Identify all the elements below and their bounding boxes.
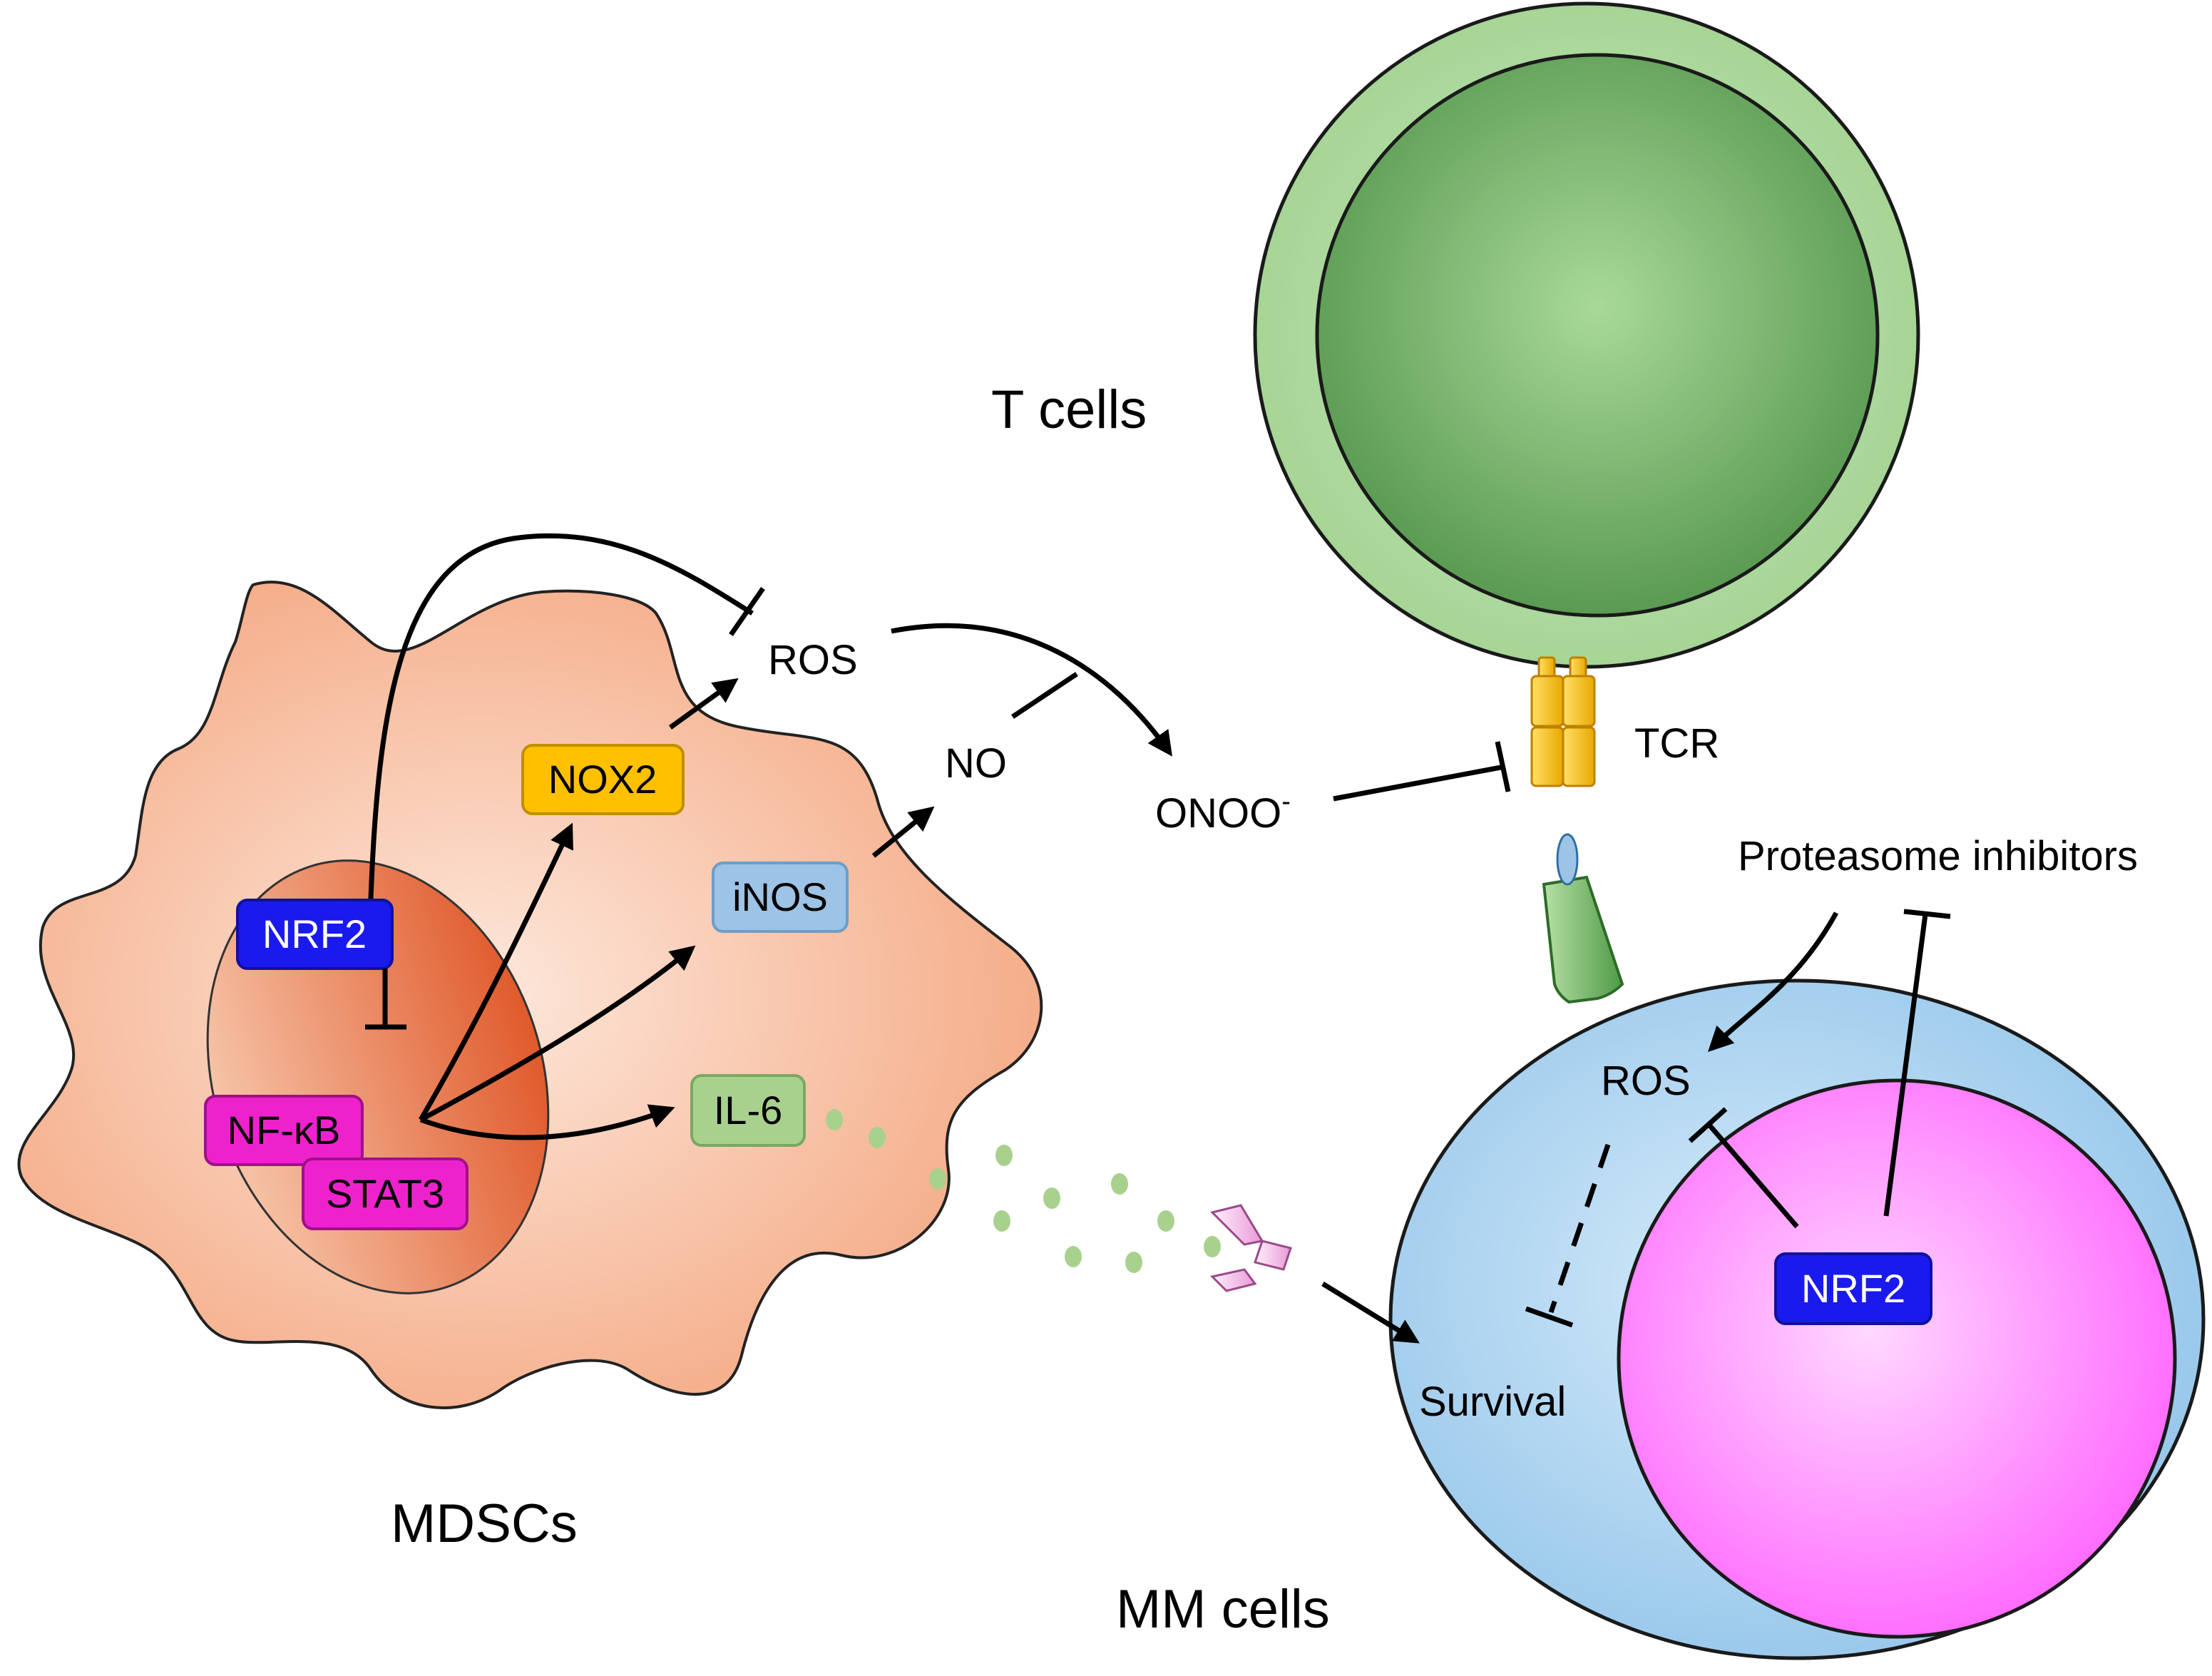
tcr-receptor [1530,656,1596,787]
survival-label: Survival [1419,1379,1566,1425]
mm-arrows [1321,909,1951,1344]
onoo-inhibits-tcr-bar [1495,741,1511,792]
t-cells-label: T cells [991,379,1147,440]
nrf2-box-mm: NRF2 [1774,1252,1932,1325]
mdsc-arrows [365,533,1511,1140]
il6-secretion-dots [826,1109,1221,1273]
il6-receptor-to-survival [1321,1282,1420,1344]
svg-text:iNOS: iNOS [732,874,828,919]
nox2-box: NOX2 [521,744,685,815]
svg-text:NF-κB: NF-κB [227,1108,341,1153]
ros-to-onoo [891,623,1172,757]
nrf2-inhibits-proteasome-line [1883,914,1928,1217]
il6-dot [993,1210,1010,1232]
il6-dot [826,1109,843,1130]
ros-label-mm: ROS [1601,1058,1691,1104]
il6-dot [1125,1252,1142,1273]
ros-inhibits-survival-dashed [1548,1143,1611,1314]
mm-surface-receptor [1542,833,1624,1004]
il6-dot [1157,1210,1174,1232]
t-cell-nucleus [1315,53,1880,618]
svg-text:NOX2: NOX2 [548,757,657,802]
nrf2-inhibits-ros-line [1706,1121,1799,1229]
inos-box: iNOS [712,862,849,933]
il6-dot [995,1145,1013,1166]
il6-dot [1111,1173,1128,1195]
nfkb-to-inos [419,945,696,1123]
svg-text:IL-6: IL-6 [714,1088,783,1133]
svg-text:NRF2: NRF2 [262,911,367,956]
svg-text:NRF2: NRF2 [1801,1266,1905,1311]
mdscs-label: MDSCs [391,1493,578,1554]
svg-text:STAT3: STAT3 [326,1171,444,1216]
il6-dot [929,1168,946,1190]
no-joins-onoo [1011,672,1078,719]
il6-dot [1204,1236,1221,1257]
il6-box: IL-6 [690,1074,806,1147]
onoo-label: ONOO- [1155,787,1291,837]
nfkb-box: NF-κB [204,1095,364,1166]
nrf2-inhibits-ros-curve [368,533,754,899]
nrf2-inhibits-ros-bar [729,587,765,636]
stat3-box: STAT3 [302,1158,468,1230]
inos-to-no [871,806,935,858]
nfkb-to-il6 [419,1104,675,1140]
mm-cells-label: MM cells [1116,1579,1330,1640]
il6-dot [869,1127,886,1148]
no-label: NO [945,740,1007,787]
nox2-to-ros [668,678,739,730]
nrf2-inhibits-proteasome-bar [1903,909,1951,919]
proteasome-to-ros [1708,911,1839,1052]
nrf2-inhibits-ros-bar [1688,1107,1728,1143]
ros-label-mdsc: ROS [768,637,858,683]
onoo-inhibits-tcr-line [1333,764,1505,802]
il6-receptor [1210,1204,1292,1292]
il6-dot [1065,1246,1082,1267]
nrf2-box-mdsc: NRF2 [236,899,394,970]
ros-inhibits-survival-bar [1525,1306,1574,1328]
proteasome-inhibitors-label: Proteasome inhibitors [1738,833,2138,879]
mdsc-cell-body [17,581,1043,1409]
t-cell [1253,1,1920,669]
il6-dot [1043,1187,1060,1209]
tcr-label: TCR [1634,720,1719,767]
nfkb-to-nox2 [418,822,573,1121]
mm-cell-nucleus [1617,1078,2177,1639]
